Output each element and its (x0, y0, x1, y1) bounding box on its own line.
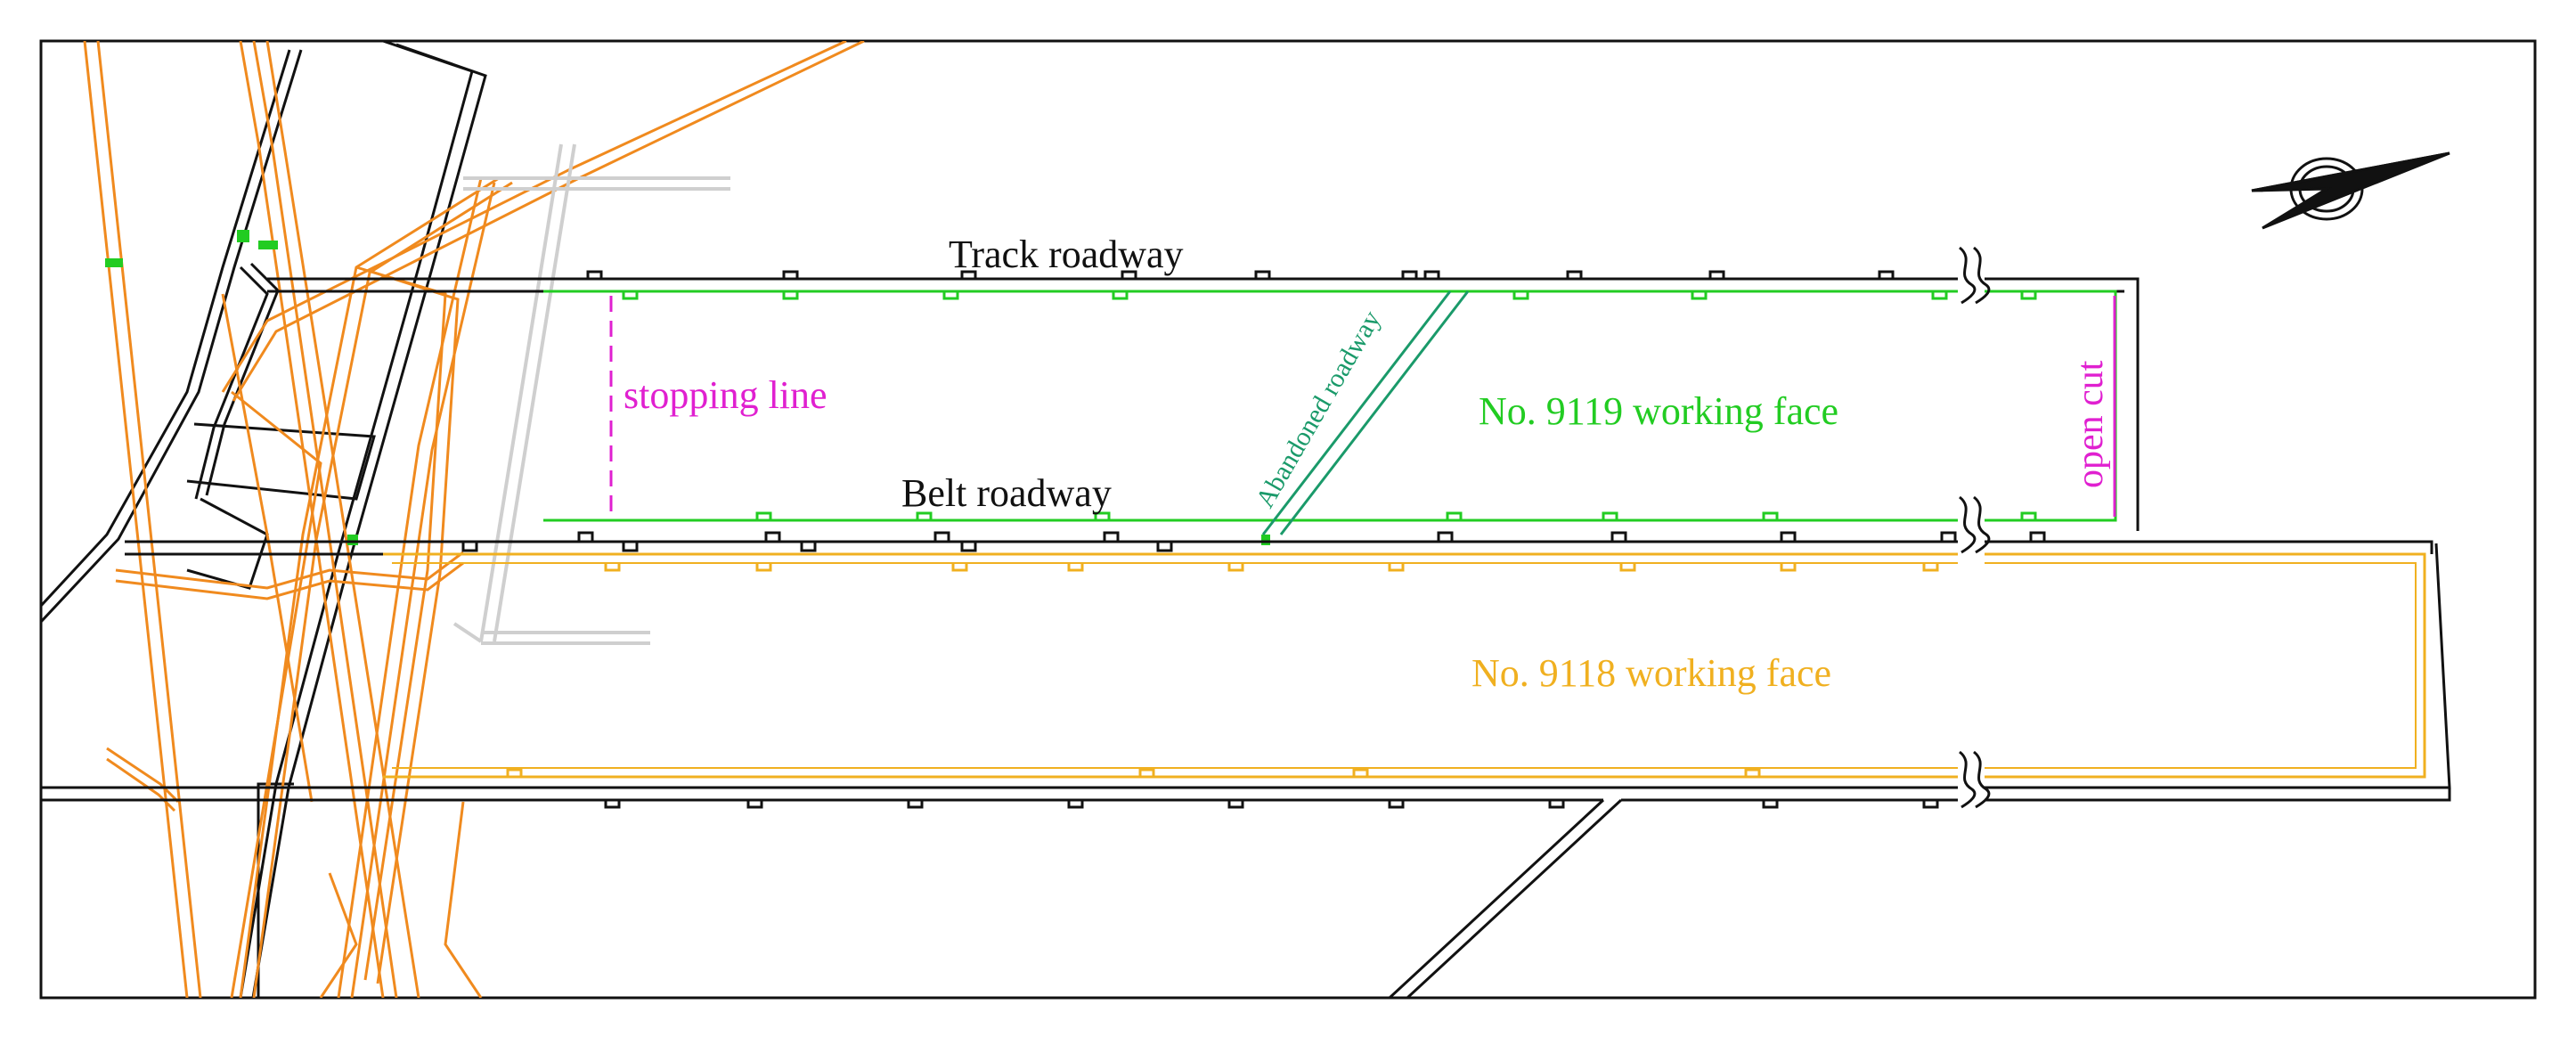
face-9119-label: No. 9119 working face (1479, 389, 1838, 433)
track-roadway-label: Track roadway (949, 233, 1184, 276)
belt-roadway (125, 531, 2433, 556)
open-cut-label: open cut (2070, 360, 2111, 488)
break-line-icon (1958, 246, 1991, 821)
belt-roadway-label: Belt roadway (901, 471, 1112, 515)
stopping-line-label: stopping line (624, 373, 827, 417)
face-9119-outline (543, 290, 2117, 522)
abandoned-roadway (1261, 290, 1470, 535)
gray-roadways (452, 143, 730, 645)
face-9118-outline (383, 552, 2426, 779)
face-9118-label: No. 9118 working face (1471, 651, 1831, 695)
north-arrow-icon (2251, 151, 2450, 230)
crossing-roadways (83, 41, 865, 998)
bottom-roadway (41, 543, 2451, 998)
